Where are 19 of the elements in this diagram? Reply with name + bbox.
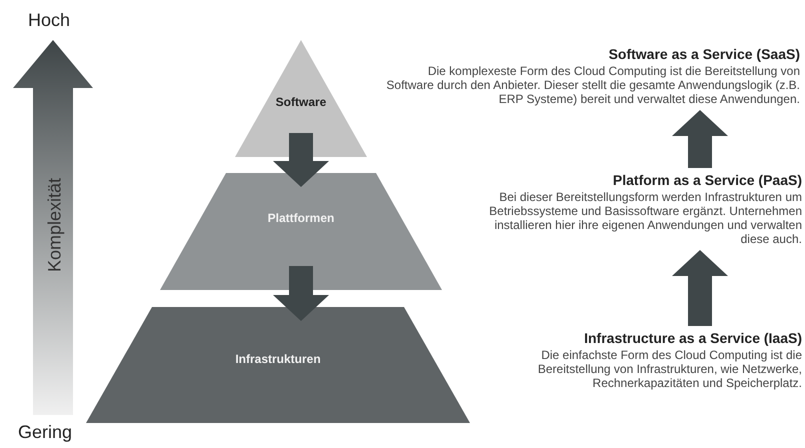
axis-label: Hoch xyxy=(28,10,70,31)
layer-label: Infrastrukturen xyxy=(234,352,322,366)
layer-label: Software xyxy=(274,95,328,109)
block-arrow xyxy=(273,133,329,187)
service-heading: Infrastructure as a Service (IaaS) xyxy=(583,330,802,346)
layer-label: Plattformen xyxy=(266,211,336,225)
service-description: Bei dieser Bereitstellungsform werden Infrastrukturen um Betriebssysteme und Basissoftware ergänzt. Unternehmen installieren hier ihre eigenen Anwendungen und verwalten diese auch. xyxy=(488,190,802,246)
pyramid-middle-layer xyxy=(160,173,442,290)
block-arrow xyxy=(273,266,329,321)
service-description: Die einfachste Form des Cloud Computing ist die Bereitstellung von Infrastrukturen, wie Netzwerke, Rechnerkapazitäten und Speicherplatz. xyxy=(536,348,802,390)
block-arrow xyxy=(672,110,728,168)
service-description: Die komplexeste Form des Cloud Computing ist die Bereitstellung von Software durch den Anbieter. Dieser stellt die gesamte Anwendungslogik (z.B. ERP Systeme) bereit und verwaltet diese Anwendungen. xyxy=(385,64,800,106)
service-heading: Platform as a Service (PaaS) xyxy=(612,172,802,188)
axis-title: Komplexität xyxy=(44,178,66,272)
pyramid-top-triangle xyxy=(235,40,367,157)
block-arrow xyxy=(672,250,728,326)
pyramid-base-layer xyxy=(86,307,470,423)
service-heading: Software as a Service (SaaS) xyxy=(608,46,800,62)
axis-label: Gering xyxy=(18,422,72,443)
